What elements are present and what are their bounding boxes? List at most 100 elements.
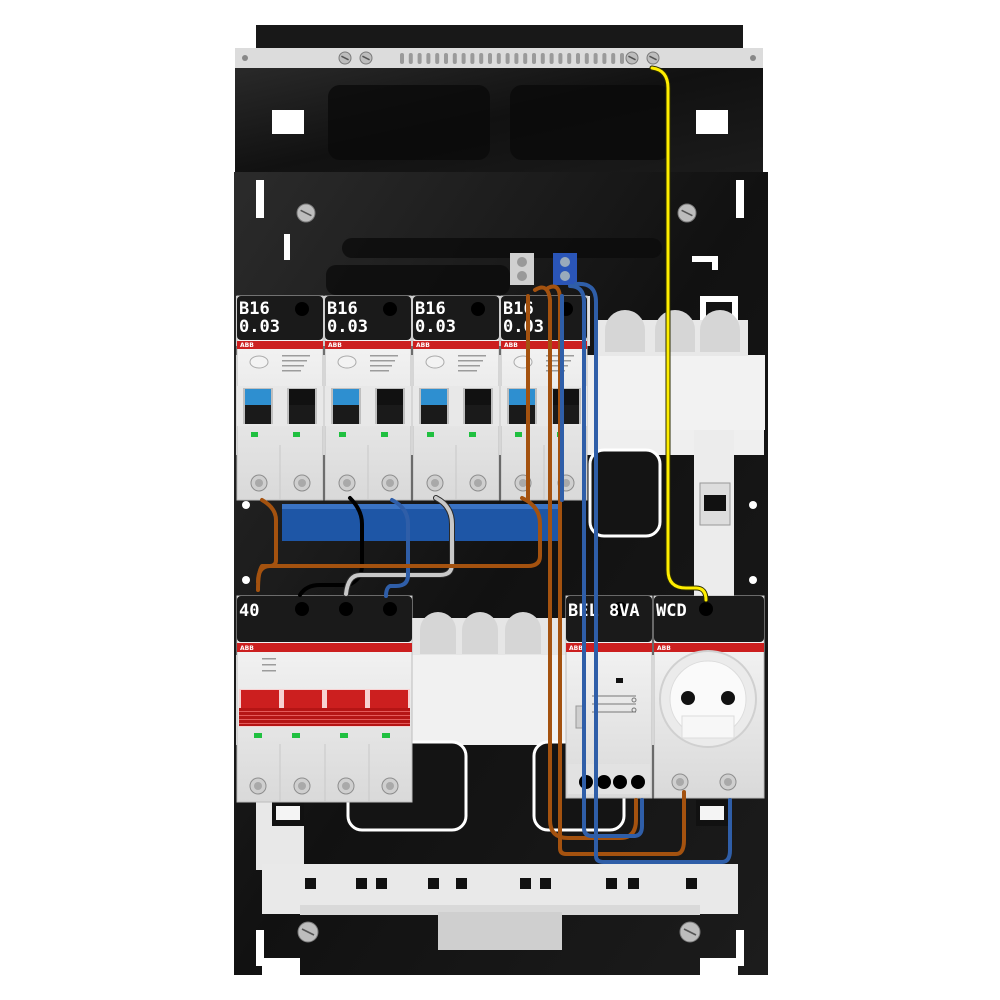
print-line: [370, 370, 389, 372]
wire-blue: [568, 284, 644, 838]
print-line: [262, 664, 276, 666]
screws: [242, 51, 757, 943]
socket-module: WCD ABB: [653, 595, 765, 799]
brand-logo: ABB: [657, 645, 671, 652]
screw-icon: [679, 921, 701, 943]
terminal-screw-icon: [671, 773, 689, 791]
status-indicator: [339, 432, 346, 437]
terminal-screw-icon: [381, 777, 399, 795]
screw-icon: [296, 203, 316, 223]
wiring: [256, 65, 732, 864]
test-button: [425, 355, 445, 369]
brand-strip: [566, 643, 652, 652]
brand-strip: [654, 643, 764, 652]
vent-slot: [523, 53, 528, 64]
cap-hole: [295, 602, 309, 616]
status-indicator: [469, 432, 476, 437]
vent-slot: [417, 53, 422, 64]
rail-hole: [606, 878, 617, 889]
vent-slot: [400, 53, 404, 64]
label-cap: [566, 596, 652, 642]
terminal-hole: [631, 775, 645, 789]
screw-icon: [297, 921, 319, 943]
vent-slot: [496, 53, 501, 64]
rail-holes: [305, 878, 697, 889]
lever-blue: [509, 389, 535, 405]
socket-pin-hole: [681, 691, 695, 705]
schematic-lines: [592, 695, 636, 713]
status-indicator: [251, 432, 258, 437]
lever-red: [327, 690, 365, 708]
comb-busbar: [282, 504, 558, 541]
socket-module-label: WCD: [656, 601, 687, 621]
lever-black: [377, 389, 403, 405]
lever-base: [421, 405, 447, 424]
vent-slot: [549, 53, 554, 64]
rating-label: B16: [415, 299, 446, 319]
lever-red: [284, 690, 322, 708]
lever-base: [377, 405, 403, 424]
terminal-screw-icon: [381, 474, 399, 492]
brand-logo: ABB: [504, 342, 518, 349]
wire-brown: [256, 496, 542, 584]
terminal-screw-icon: [338, 474, 356, 492]
main-switch-label: 40: [239, 601, 259, 621]
print-line: [370, 360, 395, 362]
earth-contact: [681, 715, 735, 739]
rail-hole: [456, 878, 467, 889]
wire-brown: [546, 284, 686, 856]
sensitivity-label: 0.03: [415, 317, 456, 337]
brand-logo: ABB: [328, 342, 342, 349]
terminal-screw-icon: [719, 773, 737, 791]
vent-slot: [532, 53, 536, 64]
print-line: [262, 670, 276, 672]
lever-black: [289, 389, 315, 405]
print-line: [546, 370, 565, 372]
sensitivity-label: 0.03: [239, 317, 280, 337]
brand-logo: ABB: [569, 645, 583, 652]
status-indicator: [427, 432, 434, 437]
wire-yellow: [650, 66, 708, 602]
terminal-screw-icon: [293, 777, 311, 795]
fuse-window: [575, 705, 584, 729]
print-line: [282, 365, 304, 367]
lever-ridge: [239, 719, 410, 720]
screw-icon: [677, 203, 697, 223]
test-button: [337, 355, 357, 369]
vent-slot: [576, 53, 580, 64]
bell-transformer-label: BEL 8VA: [568, 601, 640, 621]
vent-slot: [593, 53, 598, 64]
indicator-slot: [616, 678, 623, 683]
lever-bar: [239, 708, 410, 726]
brand-logo: ABB: [416, 342, 430, 349]
vent-slot: [444, 53, 448, 64]
socket-pin-hole: [721, 691, 735, 705]
lever-red: [370, 690, 408, 708]
terminal-screw-icon: [293, 474, 311, 492]
status-indicator: [381, 432, 388, 437]
print-line: [458, 370, 477, 372]
socket-module-group: WCD ABB: [653, 595, 765, 799]
label-cap: [237, 596, 412, 642]
bell-transformer: BEL 8VA ABB: [565, 595, 653, 799]
rail-hole: [686, 878, 697, 889]
wire-blue: [384, 498, 410, 598]
status-indicator: [293, 432, 300, 437]
brand-strip: [501, 341, 587, 349]
status-indicator: [515, 432, 522, 437]
rail-hole: [520, 878, 531, 889]
lever-base: [245, 405, 271, 424]
status-indicator: [254, 733, 262, 738]
cap-hole: [383, 302, 397, 316]
wire-brown: [533, 285, 638, 840]
brand-strip: [237, 643, 412, 652]
lever-black: [553, 389, 579, 405]
vent-slot: [584, 53, 589, 64]
test-button: [249, 355, 269, 369]
